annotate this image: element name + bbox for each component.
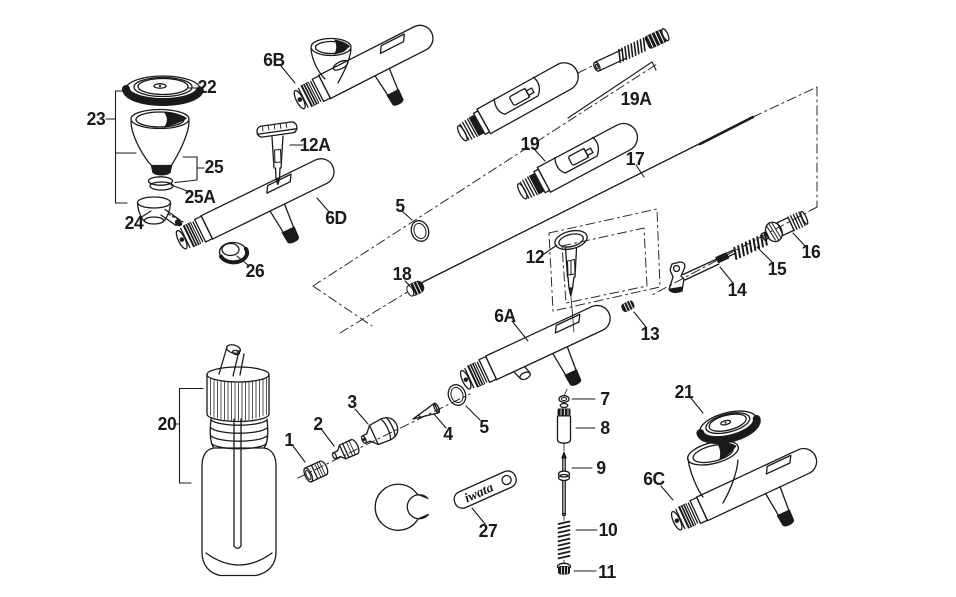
part-11-screw: [556, 562, 572, 575]
part-20-bottle: [201, 344, 277, 577]
part-17-needle: [420, 115, 755, 284]
callout-26: 26: [245, 261, 265, 281]
part-6B-cup: [310, 37, 352, 84]
callout-3: 3: [347, 392, 357, 412]
callout-24: 24: [124, 213, 144, 233]
part-5-oring-top: [410, 220, 430, 242]
part-24-cup-nozzle: [136, 196, 183, 227]
part-25-ring: [147, 176, 174, 186]
part-6C-cup: [686, 440, 740, 504]
callout-20: 20: [157, 414, 177, 434]
callout-8: 8: [600, 418, 610, 438]
part-16-nut: [760, 210, 809, 243]
part-12A-pin: [256, 121, 298, 186]
part-6A-body: [459, 304, 611, 390]
part-22-lid: [122, 75, 204, 106]
part-19A-handle: [456, 62, 579, 142]
part-18-nut: [406, 280, 425, 297]
part-1-needle-cap: [303, 460, 329, 483]
callout-13: 13: [640, 324, 660, 344]
callout-6A: 6A: [494, 306, 516, 326]
callout-22: 22: [197, 77, 217, 97]
part-9-valve-piston: [557, 451, 571, 517]
part-25A-ring: [149, 181, 174, 191]
callout-19A: 19A: [620, 89, 652, 109]
callout-23: 23: [86, 109, 106, 129]
callout-10: 10: [598, 520, 618, 540]
callout-15: 15: [767, 259, 787, 279]
part-4-nozzle-cone: [412, 402, 441, 420]
part-19A-screw: [593, 28, 670, 72]
callout-4: 4: [443, 424, 453, 444]
callout-25: 25: [204, 157, 224, 177]
part-5-oring-bottom: [447, 384, 467, 406]
callout-11: 11: [598, 562, 616, 582]
valve-axis-connectors: [563, 388, 568, 565]
callout-9: 9: [596, 458, 606, 478]
part-2-nozzle-cap: [331, 438, 360, 460]
part-6B-body: [293, 24, 434, 110]
callout-25A: 25A: [184, 187, 216, 207]
part-6C-body: [670, 447, 818, 531]
callout-1: 1: [284, 430, 294, 450]
part-3-head: [360, 416, 399, 446]
part-10-spring: [557, 520, 571, 560]
part-12-plunger: [554, 229, 588, 333]
part-19-handle: [516, 122, 639, 200]
part-14-rod: [668, 248, 737, 294]
leader-lines: [105, 61, 806, 572]
callout-2: 2: [313, 414, 323, 434]
callout-21: 21: [674, 382, 694, 402]
part-13-screw: [621, 300, 635, 312]
part-21-lid: [696, 410, 761, 445]
construction-lines: [297, 63, 818, 479]
callout-12A: 12A: [299, 135, 331, 155]
callout-14: 14: [727, 280, 747, 300]
callout-6C: 6C: [643, 469, 665, 489]
callout-19: 19: [520, 134, 540, 154]
part-23-cup: [130, 108, 190, 176]
part-27-wrench: iwata: [374, 470, 517, 531]
callout-5-bottom: 5: [479, 417, 489, 437]
callout-6D: 6D: [325, 208, 347, 228]
callout-16: 16: [801, 242, 821, 262]
part-6D-body: [175, 158, 335, 250]
part-26-knob: [218, 241, 250, 265]
callout-17: 17: [625, 149, 645, 169]
callout-5-top: 5: [395, 196, 405, 216]
callout-12: 12: [525, 247, 545, 267]
callout-18: 18: [392, 264, 412, 284]
callout-6B: 6B: [263, 50, 285, 70]
callout-27: 27: [478, 521, 498, 541]
part-8-valve-body: [556, 402, 572, 444]
part-7-oring: [558, 395, 570, 403]
callout-7: 7: [600, 389, 610, 409]
